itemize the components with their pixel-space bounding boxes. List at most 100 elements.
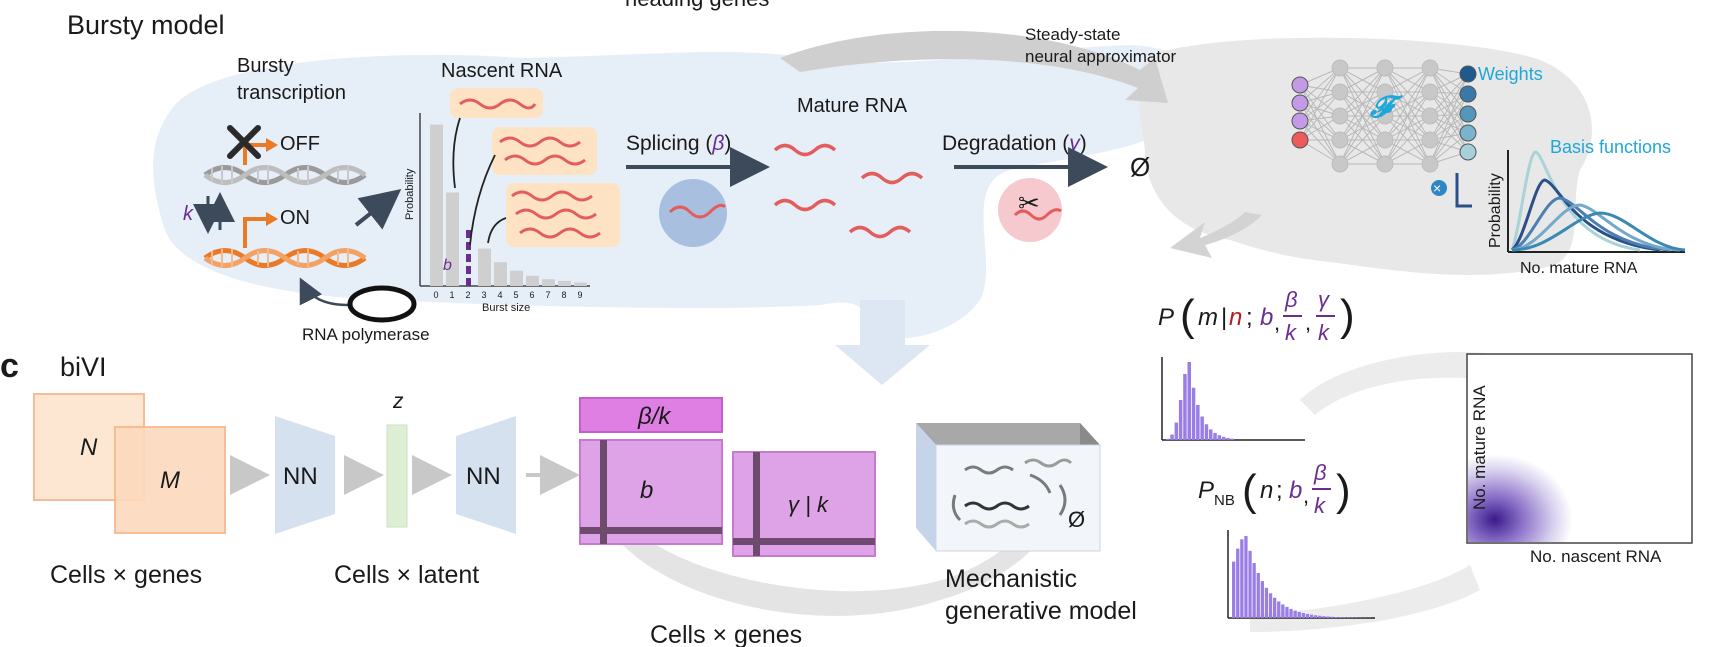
burst-tick-label: 7 (546, 290, 551, 300)
b-matrix-row-slice (580, 527, 722, 534)
formula-m: m (1198, 304, 1218, 331)
cells-genes-input-label: Cells × genes (50, 561, 202, 589)
formula-pnb-paren-close: ) (1336, 466, 1351, 515)
nn-edge (1339, 67, 1386, 117)
burst-chart-ylabel: Probability (404, 168, 416, 220)
nn-node (1421, 155, 1439, 173)
gene-on-dna (203, 248, 367, 268)
nn-edge (1429, 91, 1469, 153)
histogram-bar (1226, 437, 1230, 440)
histogram-bar (1285, 606, 1289, 618)
splicing-label: Splicing (β) (626, 132, 731, 155)
histogram-bar (1170, 434, 1174, 440)
nn-node (1291, 112, 1309, 130)
mature-histogram (1161, 357, 1305, 441)
neural-approx-line2: neural approximator (1025, 47, 1177, 66)
off-x-icon (227, 125, 261, 159)
rna-polymerase-icon (347, 285, 417, 323)
nn-edge (1384, 91, 1431, 165)
nn-node (1421, 59, 1439, 77)
weights-label: Weights (1478, 64, 1543, 84)
histogram-bar (1174, 422, 1179, 440)
nn-node (1459, 85, 1477, 103)
histogram-bar (1289, 608, 1293, 618)
histogram-bar (1301, 613, 1305, 618)
histogram-bar (1187, 362, 1191, 440)
nn-node (1331, 107, 1349, 125)
b-matrix-label: b (640, 477, 653, 504)
mechanistic-line1: Mechanistic (945, 565, 1077, 593)
nn-node (1421, 107, 1439, 125)
nn-edge (1299, 67, 1341, 141)
decoder-nn-label: NN (466, 463, 501, 490)
histogram-bar (1248, 550, 1252, 618)
nn-edge (1429, 115, 1469, 153)
matrix-n-label: N (80, 434, 98, 461)
histogram-bar (1252, 563, 1256, 618)
burst-bar (542, 279, 555, 286)
nn-edge (1299, 67, 1341, 104)
nn-node (1459, 65, 1477, 83)
nn-edge (1339, 67, 1386, 165)
gamma-matrix-column-slice (753, 452, 760, 556)
histogram-bar (1305, 613, 1310, 618)
histogram-bar (1166, 438, 1170, 440)
steady-state-arrow (780, 30, 1168, 103)
formula-pnb-p: P (1198, 477, 1214, 504)
heatmap-ylabel: No. mature RNA (1470, 385, 1489, 510)
nascent-rna-bubbles (450, 88, 620, 247)
histogram-bar (1260, 581, 1264, 618)
histogram-bar (1196, 404, 1200, 440)
burst-tick-label: 3 (482, 290, 487, 300)
nn-node (1331, 83, 1349, 101)
histogram-bar (1178, 399, 1183, 440)
nn-node (1331, 155, 1349, 173)
burst-chart-xlabel: Burst size (482, 302, 530, 314)
formula-pnb-sub: NB (1214, 492, 1235, 509)
multiply-connector (1455, 173, 1472, 208)
bivi-title: biVI (60, 352, 107, 382)
nascent-rna-title: Nascent RNA (441, 60, 563, 82)
decoder-nn (456, 416, 516, 534)
multiply-icon-bg (1431, 180, 1447, 196)
encoder-nn (275, 416, 335, 534)
burst-bar (526, 275, 539, 286)
bursty-to-mechanistic-arrow (830, 300, 930, 385)
histogram-bar (1213, 432, 1217, 440)
formula-beta: β (1284, 287, 1298, 312)
off-promoter-arrowhead (266, 138, 278, 152)
nn-edge (1299, 102, 1341, 165)
cells-genes-output-label: Cells × genes (650, 621, 802, 647)
burst-tick-label: 5 (514, 290, 519, 300)
degraded-rna-icon (1013, 208, 1062, 221)
scissors-icon: ✂ (1018, 188, 1040, 218)
approximator-down-arrow (1170, 212, 1262, 258)
degradation-label: Degradation (γ) (942, 132, 1087, 155)
formula-k1: k (1285, 320, 1297, 345)
nn-edge (1429, 91, 1469, 134)
nn-node (1376, 59, 1394, 77)
gamma-k-label: γ | k (788, 492, 829, 517)
top-clipped-text: heading genes (625, 0, 769, 11)
mechanistic-model-cube: Ø (916, 423, 1101, 552)
nn-node (1459, 124, 1477, 142)
histogram-bar (1318, 615, 1322, 618)
empty-set-symbol: Ø (1130, 152, 1150, 182)
histogram-bar (1256, 572, 1260, 618)
nn-edge (1429, 73, 1469, 117)
nn-node (1331, 131, 1349, 149)
nn-edge (1339, 91, 1386, 165)
histogram-bar (1314, 615, 1318, 618)
nn-edge (1299, 91, 1341, 141)
on-promoter-arrowhead (266, 212, 278, 226)
nn-node (1291, 131, 1309, 149)
nn-edge (1384, 67, 1431, 141)
burst-bar (478, 248, 491, 286)
histogram-bar (1281, 604, 1285, 618)
burst-tick-label: 9 (578, 290, 583, 300)
histogram-bar (1244, 536, 1248, 618)
gene-to-nascent-arrow (354, 189, 402, 230)
histogram-bar (1191, 387, 1196, 440)
nn-node (1376, 155, 1394, 173)
formula-p-nb: P NB ( n ; b , β k ) (1198, 460, 1351, 518)
